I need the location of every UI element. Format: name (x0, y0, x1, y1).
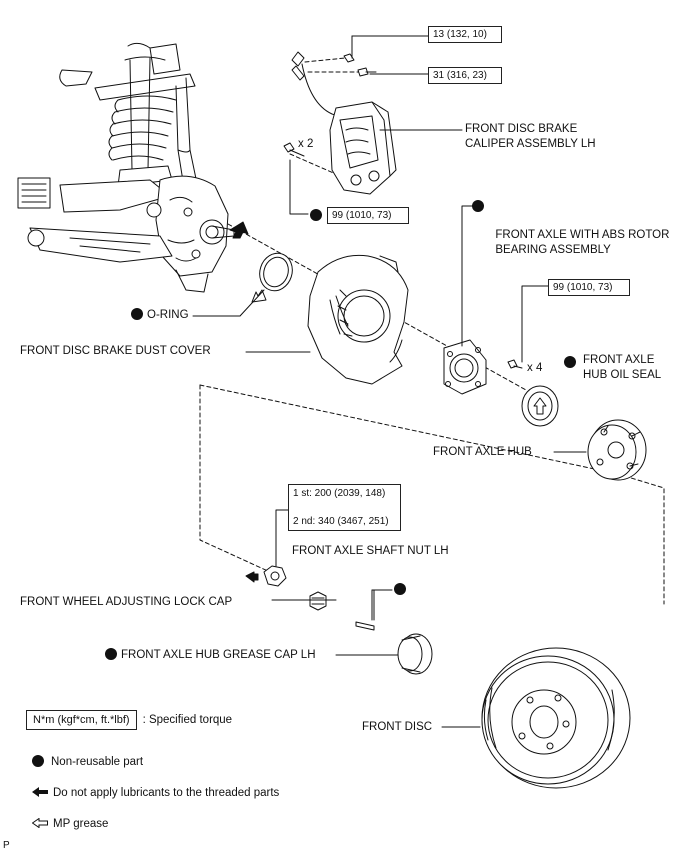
torque-box-hose-bolt: 31 (316, 23) (428, 67, 502, 84)
torque-box-bearing-bolt: 99 (1010, 73) (548, 279, 630, 296)
caliper-drawing (283, 51, 397, 195)
non-reusable-icon (394, 583, 406, 595)
torque-box-caliper-bolt: 99 (1010, 73) (327, 207, 409, 224)
label-grease-cap-text: FRONT AXLE HUB GREASE CAP LH (121, 649, 316, 661)
torque-nut-second: 2 nd: 340 (3467, 251) (293, 516, 389, 527)
torque-box-shaft-nut: 1 st: 200 (2039, 148) 2 nd: 340 (3467, 2… (288, 484, 401, 531)
label-axle-abs-text: FRONT AXLE WITH ABS ROTOR BEARING ASSEMB… (495, 229, 670, 256)
legend-non-reusable-row: Non-reusable part (32, 755, 143, 769)
axle-bearing-drawing (443, 339, 523, 395)
axle-hub-drawing (587, 419, 647, 481)
non-reusable-icon (564, 356, 576, 368)
quantity-bearing-bolt: x 4 (527, 362, 543, 374)
legend-mp-grease-text: MP grease (53, 818, 109, 830)
non-reusable-icon (310, 209, 322, 221)
label-grease-cap: FRONT AXLE HUB GREASE CAP LH (105, 648, 316, 663)
non-reusable-icon (131, 308, 143, 320)
label-hub-oil-seal: FRONT AXLE HUB OIL SEAL (583, 354, 662, 381)
legend-mp-grease-row: MP grease (32, 817, 108, 831)
lock-cap-drawing (309, 591, 327, 611)
label-shaft-nut: FRONT AXLE SHAFT NUT LH (292, 545, 449, 557)
legend-torque-row: N*m (kgf*cm, ft.*lbf) : Specified torque (26, 710, 232, 730)
dust-cover-drawing (307, 254, 409, 385)
leader-lines (192, 35, 587, 728)
non-reusable-icon (472, 200, 484, 212)
label-axle-hub: FRONT AXLE HUB (433, 446, 532, 458)
label-o-ring-text: O-RING (147, 309, 189, 321)
label-front-disc: FRONT DISC (362, 721, 433, 733)
label-caliper: FRONT DISC BRAKE CALIPER ASSEMBLY LH (465, 123, 596, 150)
front-disc-drawing (481, 647, 631, 789)
cotter-pin-drawing (355, 589, 393, 631)
non-reusable-icon (32, 755, 44, 767)
label-dust-cover: FRONT DISC BRAKE DUST COVER (20, 345, 211, 357)
grease-cap-drawing (397, 633, 433, 675)
torque-nut-first: 1 st: 200 (2039, 148) (293, 488, 386, 499)
non-reusable-icon (105, 648, 117, 660)
quantity-caliper-bolt: x 2 (298, 138, 314, 150)
legend-unit-box: N*m (kgf*cm, ft.*lbf) (26, 710, 137, 730)
filled-arrow-icon (32, 787, 48, 797)
corner-mark: P (3, 840, 10, 851)
label-lock-cap: FRONT WHEEL ADJUSTING LOCK CAP (20, 596, 233, 608)
legend-unit-text: : Specified torque (142, 714, 233, 726)
torque-box-sensor-bolt: 13 (132, 10) (428, 26, 502, 43)
label-axle-abs-bearing: FRONT AXLE WITH ABS ROTOR BEARING ASSEMB… (472, 198, 669, 258)
o-ring-drawing (251, 252, 293, 303)
shaft-nut-drawing (245, 565, 287, 587)
suspension-assembly-drawing (17, 42, 249, 293)
oil-seal-drawing (521, 385, 559, 427)
legend-no-lube-row: Do not apply lubricants to the threaded … (32, 786, 279, 800)
label-o-ring: O-RING (131, 308, 189, 323)
legend-non-reusable-text: Non-reusable part (51, 756, 144, 768)
legend-no-lube-text: Do not apply lubricants to the threaded … (53, 787, 280, 799)
outline-arrow-icon (32, 818, 48, 828)
